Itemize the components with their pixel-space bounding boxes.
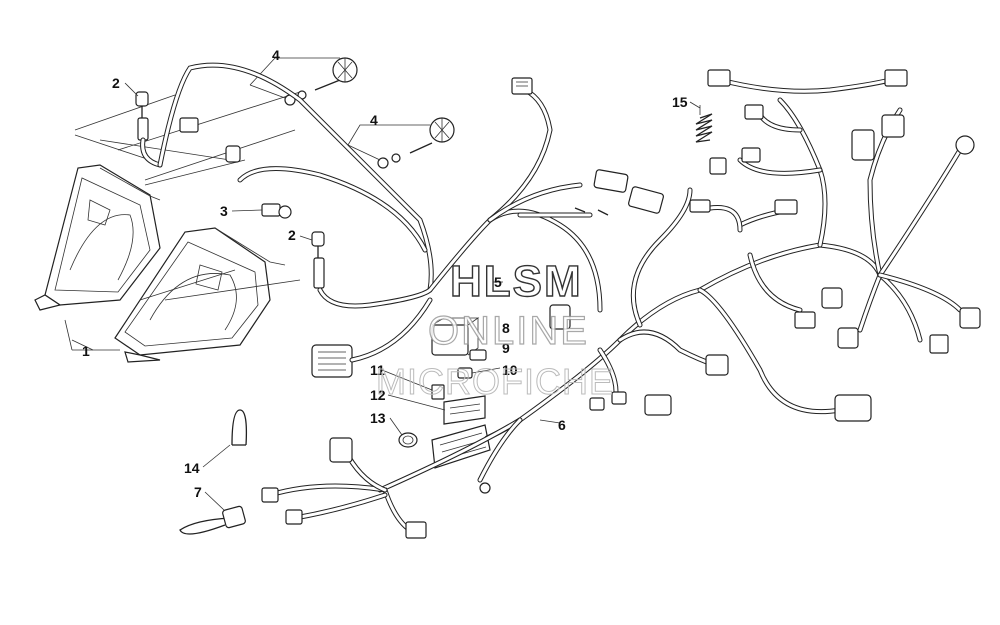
main-harness-connectors	[479, 69, 981, 494]
callout-13: 13	[370, 410, 386, 426]
strap-14	[231, 409, 248, 446]
connector-left-block	[311, 297, 433, 378]
callout-4-lower: 4	[370, 112, 378, 128]
callout-leaders	[71, 82, 701, 511]
watermark-line-3: MICROFICHE	[376, 361, 614, 402]
watermark-line-1: HLSM	[450, 257, 583, 306]
callout-6: 6	[558, 417, 566, 433]
callout-9: 9	[502, 340, 510, 356]
headlight-right	[114, 227, 286, 363]
bulb-socket-lower	[311, 231, 325, 289]
callout-3: 3	[220, 203, 228, 219]
callout-15: 15	[672, 94, 688, 110]
fuse-9	[469, 349, 487, 361]
headlight-left	[34, 164, 161, 311]
watermark-line-2: ONLINE	[428, 309, 589, 353]
callout-11: 11	[370, 362, 385, 378]
fuse-10	[457, 367, 501, 379]
callout-10: 10	[502, 362, 518, 378]
callout-8: 8	[502, 320, 510, 336]
callout-12: 12	[370, 387, 386, 403]
spring-15	[695, 105, 713, 143]
sub-harness	[261, 437, 427, 539]
leader-lines-adjusters	[249, 57, 430, 161]
adjuster-lower	[377, 117, 455, 169]
connector-top	[511, 77, 533, 95]
jumper-7	[179, 505, 246, 535]
callout-2-upper: 2	[112, 75, 120, 91]
clamp-13	[398, 432, 418, 448]
connector-5-right	[574, 169, 664, 216]
callout-5: 5	[494, 274, 502, 290]
callout-2-lower: 2	[288, 227, 296, 243]
callout-1: 1	[82, 343, 90, 359]
leader-lines-headlights	[64, 91, 301, 351]
callout-4-upper: 4	[272, 47, 280, 63]
relay-8	[431, 317, 480, 356]
bulb-socket-upper	[135, 91, 163, 168]
callout-7: 7	[194, 484, 202, 500]
fuse-11	[431, 384, 445, 400]
bulb-3	[261, 203, 292, 219]
fuse-block-12	[443, 395, 486, 425]
socket-upper-right	[179, 117, 241, 163]
callout-14: 14	[184, 460, 200, 476]
headlight-harness	[157, 62, 603, 313]
